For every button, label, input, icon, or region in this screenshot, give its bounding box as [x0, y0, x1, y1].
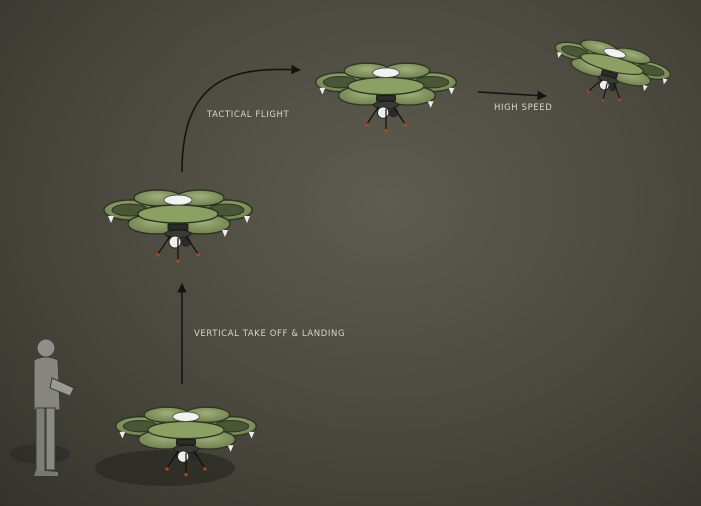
tactical-flight-arrow — [181, 64, 301, 173]
vtol-label: VERTICAL TAKE OFF & LANDING — [194, 329, 346, 339]
tactical-flight-label: TACTICAL FLIGHT — [207, 110, 290, 120]
operator-figure — [10, 338, 75, 476]
drone-high-speed-icon — [544, 30, 675, 117]
high-speed-arrow — [477, 90, 547, 101]
drone-tactical-icon — [315, 62, 457, 134]
high-speed-label: HIGH SPEED — [494, 103, 553, 113]
drone-shadow — [95, 450, 235, 486]
drone-hover-icon — [103, 189, 253, 264]
